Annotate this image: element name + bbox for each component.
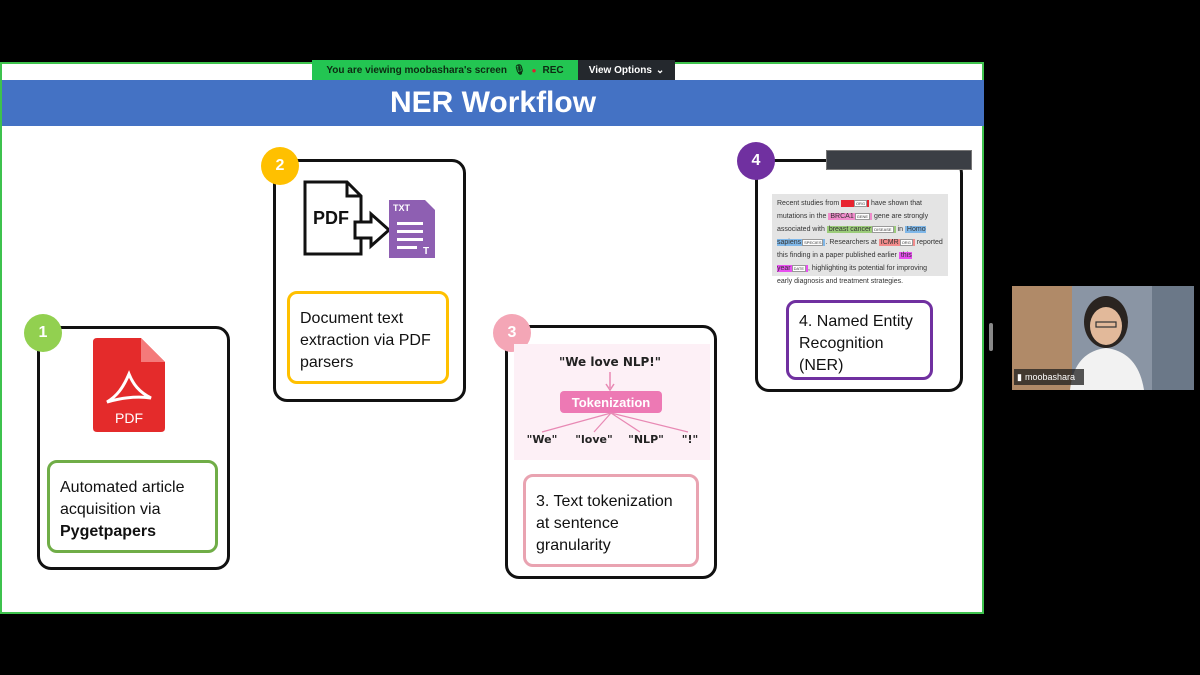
ner-seg-8: . Researchers at — [825, 239, 879, 246]
ner-tag-org-1: ORG — [853, 200, 868, 207]
step-3-line-3: granularity — [536, 537, 611, 554]
step-1-line-1: Automated article — [60, 479, 185, 496]
splitter-handle[interactable] — [989, 323, 993, 351]
signal-icon: ▮ — [1017, 371, 1022, 382]
ner-seg-6: in — [895, 226, 905, 233]
ner-tag-species: SPECIES — [802, 239, 824, 246]
step-text-3: 3. Text tokenization at sentence granula… — [523, 474, 699, 567]
ner-species-text: Homo sapiens — [777, 226, 926, 246]
step-text-4: 4. Named Entity Recognition (NER) — [786, 300, 933, 380]
step-2-line-3: parsers — [300, 354, 354, 371]
pdf-text: PDF — [313, 208, 349, 228]
ner-tag-date: DATE — [791, 265, 806, 272]
step-text-2: Document text extraction via PDF parsers — [287, 291, 449, 384]
rec-dot-icon: ● — [531, 65, 537, 75]
pdf-file-icon: PDF — [93, 338, 165, 432]
mic-off-icon: 🎙 — [512, 64, 526, 76]
ner-tag-org-2: ORG — [899, 239, 913, 246]
step-1-line-2: acquisition via — [60, 501, 161, 518]
view-options-label: View Options — [588, 64, 652, 76]
step-text-1: Automated article acquisition via Pygetp… — [47, 460, 218, 553]
pdf-label: PDF — [115, 410, 143, 426]
t-text: T — [423, 246, 429, 257]
ner-example-panel: Recent studies from ORG have shown that … — [772, 194, 948, 285]
step-4-line-1: 4. Named Entity — [799, 313, 913, 330]
step-2-line-1: Document text — [300, 310, 404, 327]
token-we: "We" — [527, 433, 558, 446]
step-4-line-2: Recognition — [799, 335, 884, 352]
token-nlp: "NLP" — [628, 433, 664, 446]
ner-gene-text: BRCA1 — [830, 213, 854, 220]
step-badge-4: 4 — [737, 142, 775, 180]
redacted-bar — [826, 150, 972, 170]
tokenization-diagram: "We love NLP!" Tokenization "We" "love" … — [514, 344, 710, 460]
step-badge-2: 2 — [261, 147, 299, 185]
view-options-button[interactable]: View Options ⌄ — [578, 60, 675, 80]
txt-text: TXT — [393, 203, 411, 213]
step-4-line-3: (NER) — [799, 357, 844, 374]
step-3-line-2: at sentence — [536, 515, 619, 532]
ner-seg-10: reported this finding in a paper publish… — [777, 239, 943, 259]
ner-tag-gene: GENE — [854, 213, 871, 220]
screen-share-indicator: You are viewing moobashara's screen 🎙 ● … — [312, 60, 578, 80]
token-exclaim: "!" — [682, 433, 698, 446]
token-sentence: "We love NLP!" — [559, 355, 661, 369]
ner-seg-2: have shown that mutations in the — [777, 200, 922, 220]
step-badge-1: 1 — [24, 314, 62, 352]
ner-org-text: ICMR — [880, 239, 899, 246]
participant-name-tag: ▮ moobashara — [1014, 369, 1084, 385]
slide-title: NER Workflow — [2, 80, 984, 126]
ner-tag-disease: DISEASE — [872, 226, 894, 233]
chevron-down-icon: ⌄ — [655, 64, 665, 76]
token-love: "love" — [575, 433, 612, 446]
step-1-bold: Pygetpapers — [60, 523, 157, 540]
ner-date-text: this year — [777, 252, 912, 272]
pdf-to-txt-icon: PDF TXT T — [303, 180, 437, 258]
viewing-text: You are viewing moobashara's screen — [326, 64, 507, 76]
ner-seg-4: gene are strongly associated with — [777, 213, 929, 233]
step-2-line-2: extraction via PDF — [300, 332, 431, 349]
rec-label: REC — [542, 64, 564, 76]
tokenization-label: Tokenization — [572, 395, 651, 410]
ner-disease-text: breast cancer — [828, 226, 872, 233]
step-3-line-1: 3. Text tokenization — [536, 493, 673, 510]
ner-entity-org-redacted: ORG — [841, 200, 870, 207]
participant-name: moobashara — [1024, 372, 1075, 382]
ner-seg-12: , highlighting its potential for improvi… — [777, 265, 928, 285]
ner-seg-0: Recent studies from — [777, 200, 842, 207]
